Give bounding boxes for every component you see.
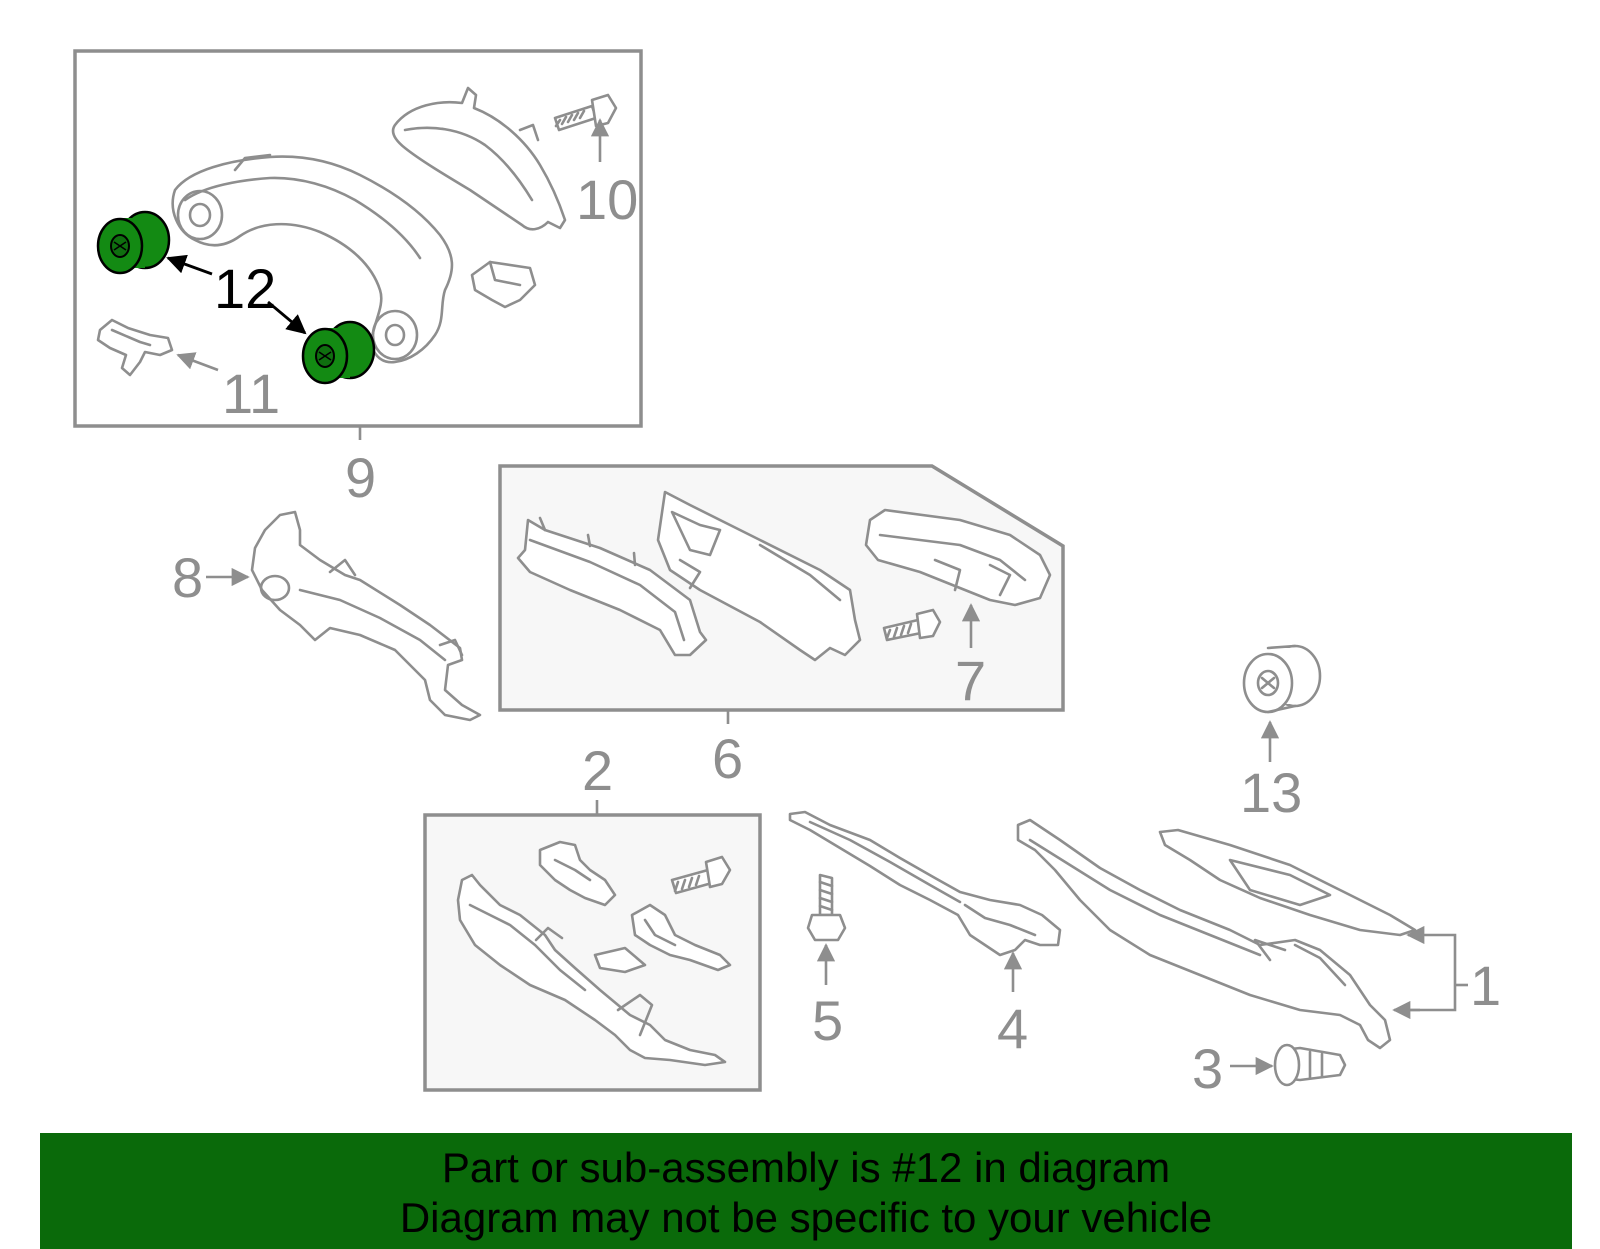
- bracket-7: [864, 508, 1052, 607]
- banner-line-1: Part or sub-assembly is #12 in diagram: [441, 1144, 1171, 1191]
- leader-11: [176, 352, 219, 372]
- callout-8: 8: [172, 546, 203, 609]
- panel-1-lower: [1016, 818, 1392, 1050]
- callout-12: 12: [214, 257, 276, 320]
- callout-6: 6: [712, 727, 743, 790]
- trim-strip-left: [516, 516, 708, 657]
- clip-11: [96, 318, 174, 377]
- leader-1-bracket: [1400, 933, 1457, 1012]
- callout-4: 4: [997, 997, 1028, 1060]
- column-cover-lower: [171, 153, 454, 364]
- bolt-5: [806, 873, 847, 942]
- callout-2: 2: [582, 739, 613, 802]
- pad-2: [593, 946, 647, 974]
- info-banner: Part or sub-assembly is #12 in diagram D…: [40, 1133, 1572, 1249]
- leader-12-b: [267, 300, 307, 335]
- column-cover-upper: [391, 86, 567, 231]
- callout-5: 5: [812, 989, 843, 1052]
- clip-2-b: [630, 903, 732, 972]
- callout-10: 10: [576, 168, 638, 231]
- bracket-2-large: [456, 873, 727, 1067]
- pin-3: [1273, 1043, 1347, 1087]
- grommet-12-upper: [96, 210, 171, 275]
- callout-11: 11: [222, 362, 280, 425]
- reinforcement-4: [788, 810, 1062, 957]
- trim-panel-center: [656, 490, 862, 662]
- callout-1: 1: [1470, 954, 1501, 1017]
- callout-7: 7: [955, 649, 986, 712]
- callout-3: 3: [1192, 1037, 1223, 1100]
- small-bracket: [470, 260, 537, 309]
- bracket-8: [250, 510, 482, 722]
- callout-9: 9: [345, 446, 376, 509]
- callout-13: 13: [1240, 761, 1302, 824]
- panel-1-upper: [1158, 828, 1417, 937]
- bolt-6: [882, 608, 942, 642]
- clip-2-a: [538, 840, 617, 907]
- grommet-12-lower: [301, 320, 376, 385]
- leader-12-a: [166, 254, 213, 276]
- banner-line-2: Diagram may not be specific to your vehi…: [399, 1194, 1213, 1241]
- bolt-2: [670, 855, 732, 895]
- grommet-13: [1242, 644, 1322, 714]
